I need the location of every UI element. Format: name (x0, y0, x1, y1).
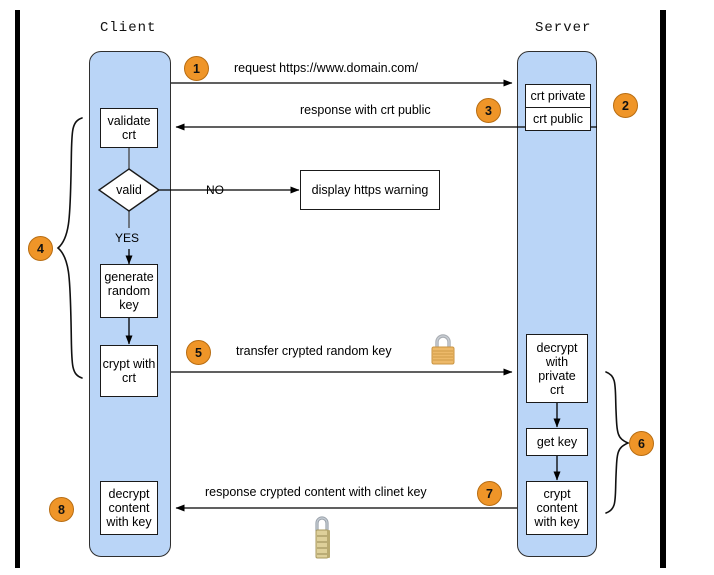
padlock-icon (428, 331, 458, 367)
frame-bar-right (660, 10, 666, 568)
step-badge-4[interactable]: 4 (28, 236, 53, 261)
combination-padlock-icon (309, 513, 335, 561)
message-request: request https://www.domain.com/ (234, 61, 419, 75)
client-lane-title: Client (100, 20, 157, 36)
message-response-crt-public: response with crt public (300, 103, 431, 117)
message-transfer-crypted-random-key: transfer crypted random key (236, 344, 392, 358)
step-badge-7[interactable]: 7 (477, 481, 502, 506)
node-display-https-warning[interactable]: display https warning (300, 170, 440, 210)
step-badge-8[interactable]: 8 (49, 497, 74, 522)
frame-bar-left (15, 10, 20, 568)
step-badge-1[interactable]: 1 (184, 56, 209, 81)
node-generate-random-key[interactable]: generate random key (100, 264, 158, 318)
node-crypt-content-with-key[interactable]: crypt content with key (526, 481, 588, 535)
message-response-crypted-content: response crypted content with clinet key (205, 485, 427, 499)
node-decrypt-with-private-crt[interactable]: decrypt with private crt (526, 334, 588, 403)
node-decrypt-content-with-key[interactable]: decrypt content with key (100, 481, 158, 535)
node-get-key[interactable]: get key (526, 428, 588, 456)
node-crt-public[interactable]: crt public (525, 107, 591, 131)
decision-valid[interactable]: valid (97, 168, 161, 212)
step-badge-2[interactable]: 2 (613, 93, 638, 118)
node-validate-crt[interactable]: validate crt (100, 108, 158, 148)
node-crypt-with-crt[interactable]: crypt with crt (100, 345, 158, 397)
branch-label-no: NO (206, 183, 224, 197)
step-badge-3[interactable]: 3 (476, 98, 501, 123)
node-crt-private[interactable]: crt private (525, 84, 591, 108)
server-lane-title: Server (535, 20, 592, 36)
step-badge-6[interactable]: 6 (629, 431, 654, 456)
branch-label-yes: YES (115, 231, 140, 245)
step-badge-5[interactable]: 5 (186, 340, 211, 365)
